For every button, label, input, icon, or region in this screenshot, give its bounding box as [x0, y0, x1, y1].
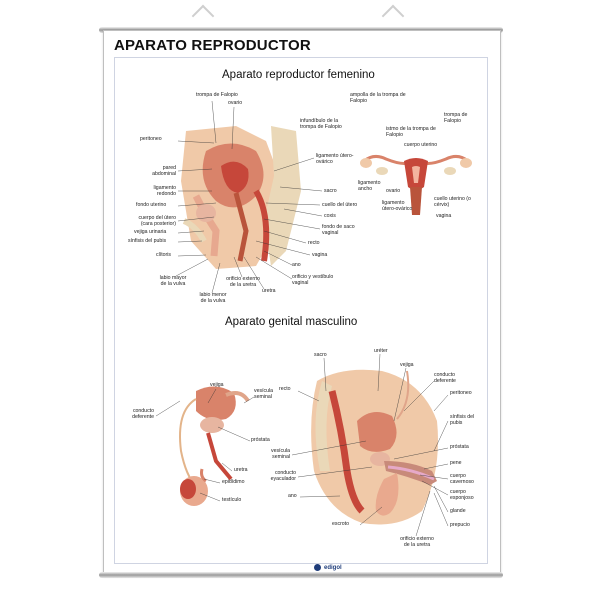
- male-heading: Aparato genital masculino: [225, 316, 358, 328]
- label-ampolla: ampolla de la trompa de Falopio: [350, 92, 406, 104]
- label-vesicula-sag: vesícula seminal: [270, 448, 290, 460]
- brand-logo-icon: [314, 564, 321, 571]
- label-orificio-male: orificio externo de la uretra: [400, 536, 434, 548]
- label-glande: glande: [450, 508, 466, 514]
- label-epididimo: epidídimo: [222, 479, 245, 485]
- label-cuerpo-esponjoso: cuerpo esponjoso: [450, 489, 474, 501]
- label-lig-redondo: ligamento redondo: [153, 185, 177, 197]
- label-prostata-male: próstata: [251, 437, 270, 443]
- label-lig-utero-ovarico: ligamento útero-ovárico: [316, 153, 354, 165]
- label-prepucio: prepucio: [450, 522, 470, 528]
- label-vesicula-male: vesícula seminal: [254, 388, 274, 400]
- label-coxis: coxis: [324, 213, 336, 219]
- label-clitoris: clítoris: [156, 252, 171, 258]
- label-ovario-frontal: ovario: [386, 188, 401, 194]
- hanger-right-icon: [381, 4, 405, 28]
- label-peritoneo-male: peritoneo: [450, 390, 472, 396]
- label-ureter: uréter: [374, 348, 388, 354]
- hanger-left-icon: [191, 4, 215, 28]
- label-prostata-sag: próstata: [450, 444, 469, 450]
- label-ano-male: ano: [288, 493, 297, 499]
- label-sinfisis: sínfisis del pubis: [128, 238, 167, 244]
- label-lig-ancho: ligamento ancho: [358, 180, 381, 192]
- label-labio-menor: labio menor de la vulva: [199, 292, 227, 304]
- label-cuerpo-uterino: cuerpo uterino: [404, 142, 438, 148]
- label-pene: pene: [450, 460, 462, 466]
- label-peritoneo: peritoneo: [140, 136, 162, 142]
- bottom-rod: [99, 572, 503, 578]
- male-system-illustration: [179, 386, 250, 506]
- label-pared: pared abdominal: [152, 165, 176, 177]
- label-vagina: vagina: [312, 252, 328, 258]
- content-frame: [114, 57, 488, 564]
- label-conducto-male: conducto deferente: [132, 408, 154, 420]
- label-ano: ano: [292, 262, 301, 268]
- female-heading: Aparato reproductor femenino: [222, 69, 375, 81]
- label-ovario: ovario: [228, 100, 243, 106]
- female-sagittal-illustration: [181, 126, 301, 269]
- label-conducto-deferente-sag: conducto deferente: [434, 372, 456, 384]
- label-cuerpo-utero: cuerpo del útero (cara posterior): [138, 215, 177, 227]
- brand-logo: edigol: [314, 564, 342, 571]
- label-uretra-male: uretra: [234, 467, 248, 473]
- label-sacro: sacro: [324, 188, 337, 194]
- label-trompa-frontal: trompa de Falopio: [444, 112, 468, 124]
- female-frontal-illustration: [360, 154, 472, 215]
- female-sagittal-leader-lines: [175, 100, 323, 294]
- poster: APARATO REPRODUCTOR Aparato reproductor …: [103, 30, 501, 577]
- label-fondo-saco: fondo de saco vaginal: [322, 224, 355, 236]
- label-conducto-eyaculador: conducto eyaculador: [270, 470, 296, 482]
- label-testiculo: testículo: [222, 497, 242, 503]
- label-escroto: escroto: [332, 521, 350, 527]
- label-vejiga: vejiga urinaria: [134, 229, 167, 235]
- male-sagittal-illustration: [311, 369, 438, 525]
- poster-title: APARATO REPRODUCTOR: [114, 37, 311, 54]
- label-vejiga-male: vejiga: [210, 382, 224, 388]
- label-istmo: istmo de la trompa de Falopio: [386, 126, 436, 138]
- label-fondo-uterino: fondo uterino: [136, 202, 167, 208]
- label-cuello-utero: cuello del útero: [322, 202, 358, 208]
- label-labio-mayor: labio mayor de la vulva: [159, 275, 187, 287]
- label-cuerpo-cavernoso: cuerpo cavernoso: [450, 473, 474, 485]
- label-cuello-uterino: cuello uterino (o cérvix): [434, 196, 471, 208]
- label-sinfisis-male: sínfisis del pubis: [450, 414, 475, 426]
- male-leader-lines: [155, 353, 449, 537]
- label-recto: recto: [308, 240, 320, 246]
- label-recto-male: recto: [279, 386, 291, 392]
- label-trompa: trompa de Falopio: [196, 92, 238, 98]
- label-vagina-frontal: vagina: [436, 213, 452, 219]
- label-infundibulo: infundíbulo de la trompa de Falopio: [300, 118, 342, 130]
- label-orificio-vaginal: orificio y vestíbulo vaginal: [292, 274, 334, 286]
- label-lig-utero-ovarico-frontal: ligamento útero-ovárico: [382, 200, 413, 212]
- label-vejiga-sag: vejiga: [400, 362, 414, 368]
- label-sacro-male: sacro: [314, 352, 327, 358]
- label-orificio-uretra: orificio externo de la uretra: [226, 276, 260, 288]
- brand-name: edigol: [324, 564, 342, 571]
- label-uretra: uretra: [262, 288, 276, 294]
